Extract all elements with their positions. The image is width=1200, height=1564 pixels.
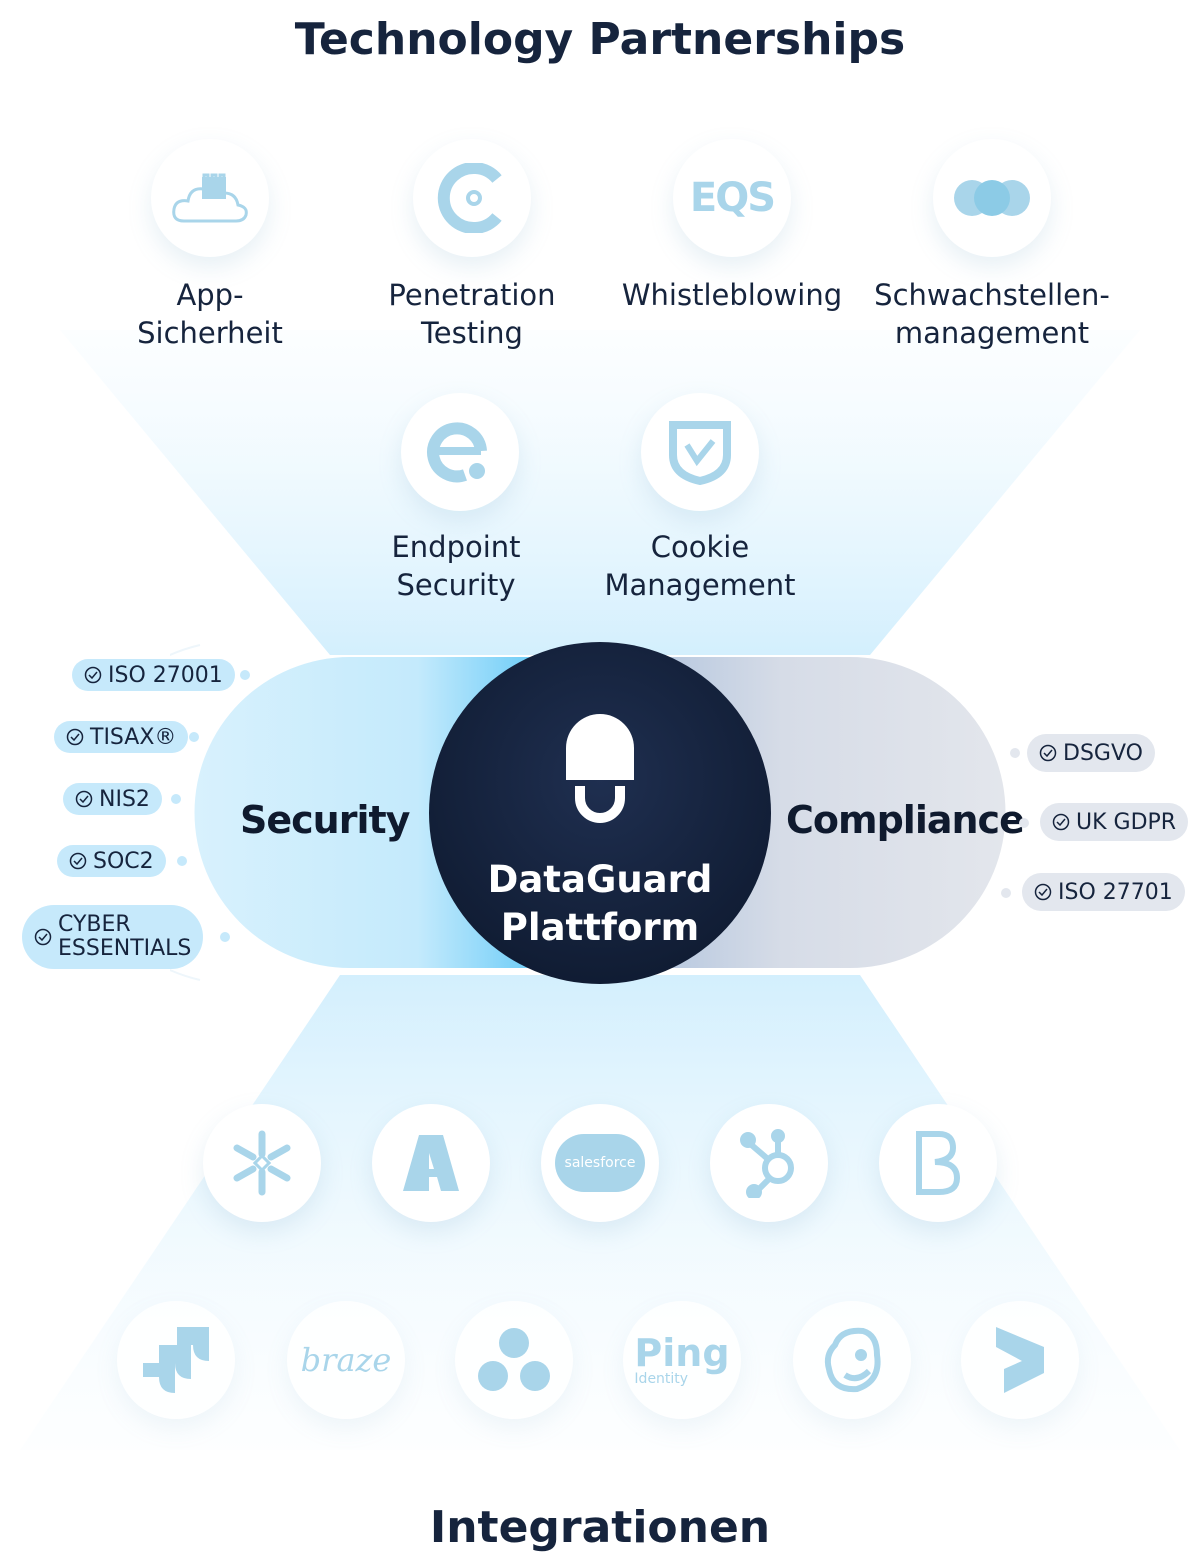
badge-iso-27701: ISO 27701: [1022, 873, 1185, 911]
partner-label: Whistleblowing: [621, 278, 843, 312]
check-circle-icon: [69, 852, 87, 870]
page-title: Technology Partnerships: [294, 14, 906, 65]
integration-salesforce[interactable]: salesforce: [541, 1104, 659, 1222]
braze-icon: braze: [300, 1341, 392, 1379]
badge-nis2: NIS2: [63, 783, 162, 815]
target-c-icon: [437, 163, 502, 233]
connector-dot: [1019, 818, 1029, 828]
connector-dot: [189, 732, 199, 742]
partner-app-security[interactable]: [151, 139, 269, 257]
ping-identity-icon: Ping Identity: [634, 1331, 730, 1387]
check-circle-icon: [1039, 744, 1057, 762]
integration-dynamics[interactable]: [961, 1301, 1079, 1419]
integration-a-logo[interactable]: [372, 1104, 490, 1222]
check-circle-icon: [84, 666, 102, 684]
hubspot-icon: [740, 1129, 794, 1198]
badge-iso-27001: ISO 27001: [72, 659, 235, 691]
partner-cookie-management[interactable]: [641, 393, 759, 511]
security-label: Security: [240, 798, 410, 842]
integration-mailchimp[interactable]: [793, 1301, 911, 1419]
check-circle-icon: [1052, 813, 1070, 831]
b-logo-icon: [916, 1131, 961, 1195]
integration-asana[interactable]: [455, 1301, 573, 1419]
connector-dot: [171, 794, 181, 804]
platform-pill: [170, 642, 1006, 984]
partner-endpoint-security[interactable]: [401, 393, 519, 511]
asana-icon: [478, 1328, 550, 1391]
e-logo-icon: [427, 422, 487, 483]
badge-uk-gdpr: UK GDPR: [1040, 803, 1189, 841]
connector-dot: [177, 856, 187, 866]
integration-jira[interactable]: [117, 1301, 235, 1419]
salesforce-icon: salesforce: [555, 1134, 645, 1192]
partner-whistleblowing[interactable]: EQS: [673, 139, 791, 257]
eye-logo-icon: [954, 180, 1030, 216]
check-circle-icon: [75, 790, 93, 808]
connector-dot: [1010, 748, 1020, 758]
shield-check-icon: [669, 421, 731, 485]
partner-label: Schwachstellen-management: [874, 278, 1110, 350]
connector-dot: [220, 932, 230, 942]
partner-label: App-Sicherheit: [137, 278, 283, 350]
check-circle-icon: [66, 728, 84, 746]
check-circle-icon: [1034, 883, 1052, 901]
eqs-logo-icon: EQS: [689, 175, 776, 221]
badge-dsgvo: DSGVO: [1027, 734, 1155, 772]
badge-soc2: SOC2: [57, 845, 166, 877]
dataguard-logo-icon: [566, 714, 634, 780]
integration-ping-identity[interactable]: Ping Identity: [623, 1301, 741, 1419]
compliance-label: Compliance: [786, 798, 1025, 842]
partner-vulnerability-management[interactable]: [933, 139, 1051, 257]
integration-hubspot[interactable]: [710, 1104, 828, 1222]
snowflake-icon: [233, 1130, 291, 1196]
integration-braze[interactable]: braze: [287, 1301, 405, 1419]
check-circle-icon: [34, 928, 52, 946]
jira-icon: [143, 1327, 209, 1393]
a-logo-icon: [403, 1135, 459, 1191]
integration-b-logo[interactable]: [879, 1104, 997, 1222]
connector-dot: [1001, 888, 1011, 898]
mailchimp-icon: [824, 1327, 881, 1393]
connector-dot: [240, 670, 250, 680]
cloud-castle-icon: [172, 173, 248, 223]
badge-tisax: TISAX®: [54, 721, 189, 753]
integration-snowflake[interactable]: [203, 1104, 321, 1222]
dynamics-icon: [996, 1327, 1044, 1393]
integrations-title: Integrationen: [429, 1502, 771, 1553]
partner-penetration-testing[interactable]: [413, 139, 531, 257]
